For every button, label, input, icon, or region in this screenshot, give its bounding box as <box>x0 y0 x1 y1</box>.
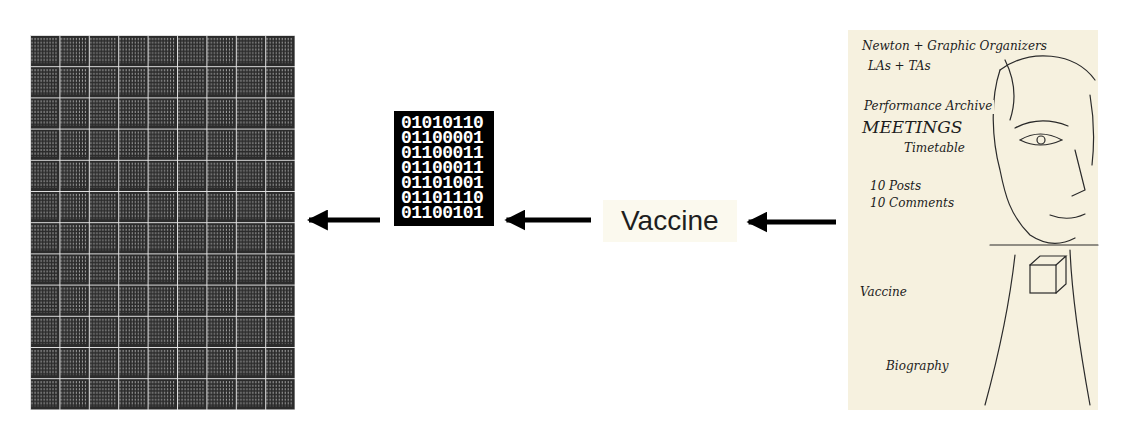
eyebrow <box>1015 121 1068 128</box>
sketch-note: Timetable <box>902 142 967 156</box>
flow-arrow <box>506 218 591 223</box>
fold-line <box>990 244 1098 245</box>
neck-line <box>985 255 1015 405</box>
nose <box>1072 150 1085 196</box>
flow-arrow <box>309 218 380 223</box>
word-label: Vaccine <box>621 204 719 238</box>
eye <box>1020 134 1062 145</box>
hair-strokes <box>1005 60 1094 165</box>
flow-arrow <box>749 220 836 225</box>
sketch-note: LAs + TAs <box>866 60 933 74</box>
pupil <box>1037 136 1045 144</box>
sketch-note: Biography <box>884 360 951 374</box>
face-outline <box>993 70 1075 243</box>
binary-grid-image <box>30 35 295 410</box>
sketch-note: 10 Posts <box>868 180 923 194</box>
image-panel <box>30 35 295 410</box>
sketch-note: Performance Archive <box>862 100 994 114</box>
sketch-note: Vaccine <box>858 286 909 300</box>
sketch-cube <box>1030 265 1056 293</box>
face-sketch <box>985 56 1098 405</box>
head-outline <box>1000 56 1095 80</box>
binary-box: 01010110 01100001 01100011 01100011 0110… <box>394 111 494 226</box>
neck-line <box>1070 250 1090 405</box>
sketch-panel: Newton + Graphic OrganizersLAs + TAsPerf… <box>848 30 1098 410</box>
word-box: Vaccine <box>603 200 737 242</box>
sketch-note: MEETINGS <box>860 118 964 138</box>
sketch-note: 10 Comments <box>868 197 956 211</box>
binary-code: 01010110 01100001 01100011 01100011 0110… <box>401 116 487 221</box>
sketch-paper <box>848 30 1098 410</box>
sketch-note: Newton + Graphic Organizers <box>860 40 1049 54</box>
sketch-cube <box>1030 256 1066 293</box>
mouth <box>1050 214 1085 218</box>
